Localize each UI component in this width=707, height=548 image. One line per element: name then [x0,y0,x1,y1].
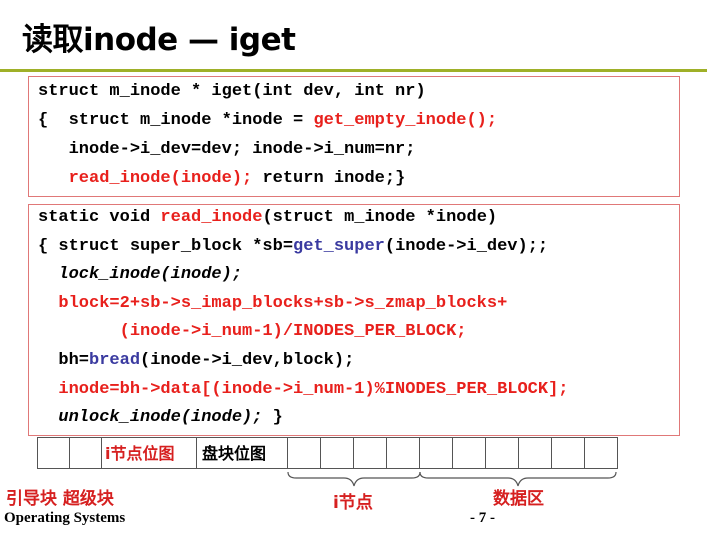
code-token: struct m_inode * iget(int dev, int nr) [38,82,426,101]
code-token: { struct m_inode *inode = [38,111,314,130]
inode-bitmap-label: i节点位图 [105,444,175,463]
code-token: bread [89,351,141,370]
code-token: lock_inode(inode); [58,265,243,285]
code-token: get_super [293,236,385,256]
code-line: lock_inode(inode); [38,265,242,285]
code-token: static void [38,208,161,227]
title-underline [0,69,707,72]
code-token: read_inode [160,208,263,227]
code-token: { struct super_block *sb= [38,236,294,256]
code-token: } [262,408,283,428]
boot-super-label: 引导块 超级块 [6,489,114,509]
code-line: block=2+sb->s_imap_blocks+sb->s_zmap_blo… [38,294,507,314]
data-cell [584,437,618,469]
data-area-label: 数据区 [493,489,544,509]
code-line: unlock_inode(inode); } [38,408,283,428]
code-line: bh=bread(inode->i_dev,block); [38,351,354,371]
code-token: block=2+sb->s_imap_blocks+sb->s_zmap_blo… [38,293,508,313]
code-token: inode=bh->data[(inode->i_num-1)%INODES_P… [38,379,569,399]
code-line: { struct super_block *sb=get_super(inode… [38,237,548,257]
code-line: inode->i_dev=dev; inode->i_num=nr; [38,140,416,160]
code-token: get_empty_inode(); [313,111,498,130]
inode-area-label: i节点 [333,493,373,513]
code-token: (struct m_inode *inode) [262,208,498,227]
code-line: inode=bh->data[(inode->i_num-1)%INODES_P… [38,379,569,400]
code-box-read-inode [28,204,680,436]
boot-block-cell [37,437,70,469]
code-box-iget [28,76,680,197]
zone-bitmap-label: 盘块位图 [202,444,267,463]
code-token: return inode;} [252,169,406,188]
code-token: (inode->i_dev,block); [140,351,355,370]
code-token: read_inode(inode); [68,169,253,188]
inode-bitmap-cell [101,437,197,469]
code-line: (inode->i_num-1)/INODES_PER_BLOCK; [38,322,467,342]
code-token: bh= [38,351,90,370]
code-token: (inode->i_num-1)/INODES_PER_BLOCK; [38,322,467,342]
code-line: static void read_inode(struct m_inode *i… [38,208,497,228]
code-token: (inode->i_dev);; [384,236,549,256]
footer-page-number: - 7 - [470,510,495,526]
inode-cell [287,437,321,469]
zone-bitmap-cell [196,437,288,469]
code-line: struct m_inode * iget(int dev, int nr) [38,82,426,102]
data-cell [518,437,552,469]
code-token: unlock_inode(inode); [58,408,263,428]
footer-course: Operating Systems [4,510,126,526]
inode-cell [353,437,387,469]
code-line: { struct m_inode *inode = get_empty_inod… [38,111,497,131]
code-token: inode->i_dev=dev; inode->i_num=nr; [38,140,416,159]
data-cell [452,437,486,469]
data-cell [551,437,585,469]
code-line: read_inode(inode); return inode;} [38,169,406,189]
page-title: 读取inode — iget [22,22,296,58]
